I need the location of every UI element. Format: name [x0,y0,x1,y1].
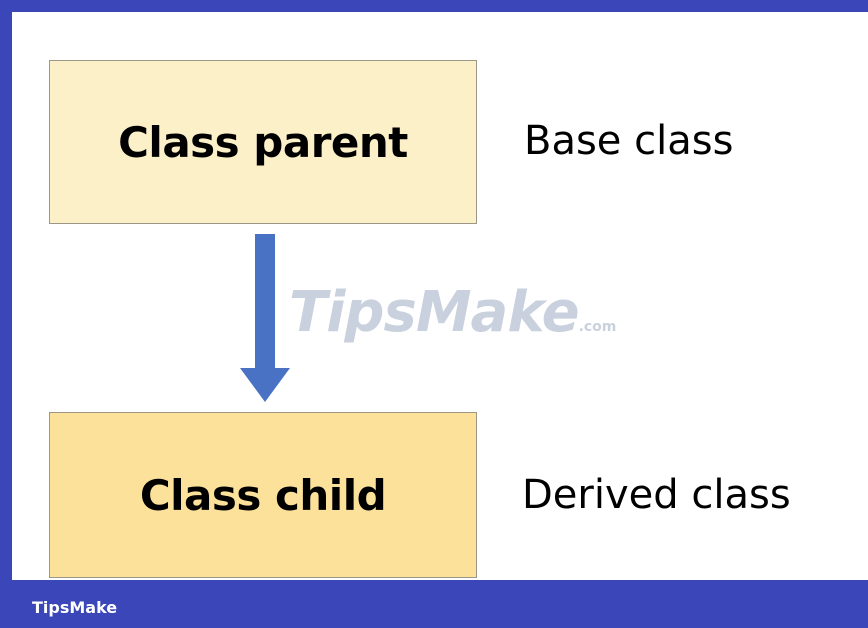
child-class-box: Class child [49,412,477,578]
base-class-label: Base class [524,118,734,164]
arrow-shaft [255,234,275,368]
diagram-canvas: Class parent Base class TipsMake.com Cla… [12,12,868,580]
inheritance-arrow [240,234,290,402]
footer-brand-label: TipsMake [32,598,118,617]
derived-class-label: Derived class [522,472,791,518]
parent-class-box-text: Class parent [118,117,408,167]
arrow-head [240,368,290,402]
parent-class-box: Class parent [49,60,477,224]
watermark-suffix: .com [578,319,617,335]
watermark-logo: TipsMake.com [289,280,616,345]
watermark-text: TipsMake [289,280,580,345]
child-class-box-text: Class child [139,470,387,520]
